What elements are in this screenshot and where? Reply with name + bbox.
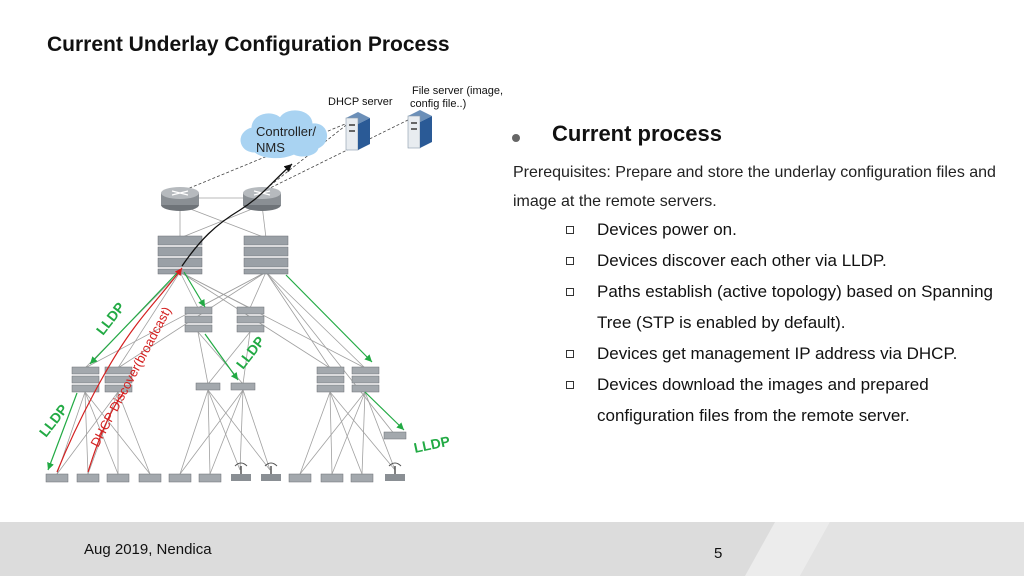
core-switch-icon (243, 235, 289, 275)
dhcp-arrows (56, 267, 183, 473)
square-bullet-icon (566, 381, 574, 389)
aggregation-switch-icon (184, 306, 213, 333)
aggregation-switch-icon (236, 306, 265, 333)
file-server-icon (407, 110, 432, 149)
edge-switch-icon (45, 473, 69, 483)
access-switch-icon (195, 382, 221, 391)
step-text: Devices discover each other via LLDP. (597, 251, 887, 270)
list-item: Devices download the images and prepared… (564, 369, 1017, 431)
dhcp-server-label: DHCP server (328, 96, 393, 108)
square-bullet-icon (566, 288, 574, 296)
process-heading: Current process (552, 121, 722, 146)
lldp-label: LLDP (93, 299, 128, 338)
step-text: Devices get management IP address via DH… (597, 344, 958, 363)
file-server-label-line1: File server (image, (412, 85, 504, 97)
step-text: Devices download the images and prepared… (597, 375, 929, 425)
cloud-label-line2: NMS (256, 140, 285, 155)
lldp-label: LLDP (36, 401, 71, 440)
page-number: 5 (714, 545, 723, 562)
square-bullet-icon (566, 257, 574, 265)
network-diagram: LLDP LLDP LLDP LLDP DHCP Discover(broadc… (36, 110, 451, 483)
edge-switch-icon (350, 473, 374, 483)
router-icon (161, 187, 199, 211)
dhcp-server-icon (345, 112, 370, 151)
list-item: Devices get management IP address via DH… (564, 338, 1017, 369)
lldp-label: LLDP (412, 433, 451, 456)
edge-switch-icon (320, 473, 344, 483)
edge-switch-icon (288, 473, 312, 483)
step-text: Devices power on. (597, 220, 737, 239)
footer-bar (0, 522, 1024, 576)
edge-switch-icon (76, 473, 100, 483)
aggregation-switch-icon (351, 366, 380, 393)
square-bullet-icon (566, 350, 574, 358)
access-switch-icon (383, 431, 407, 440)
footer-decoration (745, 522, 1024, 576)
list-item: Devices power on. (564, 214, 1017, 245)
access-point-icon (385, 462, 405, 481)
controller-path (181, 163, 293, 267)
file-server-label-line2: config file..) (410, 98, 467, 110)
aggregation-switch-icon (316, 366, 345, 393)
edge-switch-icon (168, 473, 192, 483)
core-switch-icon (157, 235, 203, 275)
edge-switch-icon (106, 473, 130, 483)
aggregation-switch-icon (71, 366, 100, 393)
access-point-icon (261, 462, 281, 481)
step-text: Paths establish (active topology) based … (597, 282, 993, 332)
edge-switch-icon (138, 473, 162, 483)
lldp-label: LLDP (233, 333, 268, 372)
footer-date: Aug 2019, Nendica (84, 541, 212, 558)
bullet-dot-icon (512, 134, 520, 142)
controller-cloud-icon (240, 110, 327, 159)
prerequisites-text: Prerequisites: Prepare and store the und… (513, 164, 996, 210)
access-switch-icon (230, 382, 256, 391)
square-bullet-icon (566, 226, 574, 234)
list-item: Devices discover each other via LLDP. (564, 245, 1017, 276)
router-icon (243, 187, 281, 211)
cloud-label: Controller/ NMS (256, 124, 336, 156)
list-item: Paths establish (active topology) based … (564, 276, 1017, 338)
lldp-arrows (47, 271, 405, 471)
slide-title: Current Underlay Configuration Process (47, 33, 450, 56)
edge-switch-icon (198, 473, 222, 483)
access-point-icon (231, 462, 251, 481)
steps-list: Devices power on. Devices discover each … (564, 214, 1017, 431)
aggregation-switch-icon (104, 366, 133, 393)
cloud-label-line1: Controller/ (256, 124, 316, 139)
